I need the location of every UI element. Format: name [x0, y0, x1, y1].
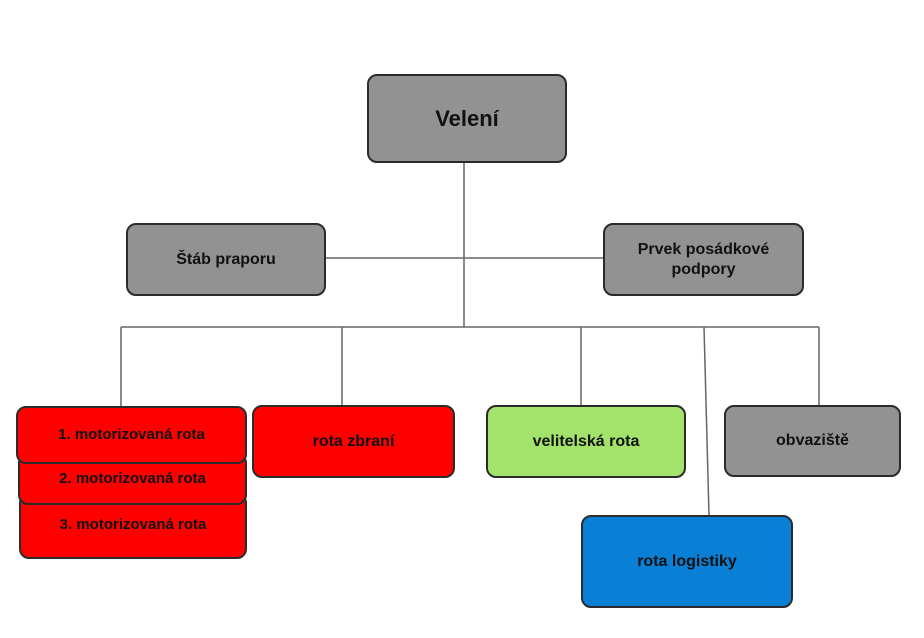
node-rota-logistiky-label: rota logistiky [637, 552, 737, 570]
node-veleni-label: Velení [435, 105, 499, 131]
node-obvaziste-label: obvaziště [776, 432, 849, 449]
node-rota-logistiky[interactable]: rota logistiky [581, 515, 793, 608]
node-prvek-posadkove-podpory[interactable]: Prvek posádkové podpory [603, 223, 804, 296]
node-obvaziste[interactable]: obvaziště [724, 405, 901, 477]
node-stab-praporu[interactable]: Štáb praporu [126, 223, 326, 296]
node-2-motorizovana-rota-label: 2. motorizovaná rota [59, 469, 206, 487]
node-prvek-label: Prvek posádkové podpory [637, 240, 770, 278]
node-1-motorizovana-rota-label: 1. motorizovaná rota [58, 425, 205, 443]
connector-logistics-drop [703, 326, 710, 516]
node-velitelska-rota[interactable]: velitelská rota [486, 405, 686, 478]
node-1-motorizovana-rota[interactable]: 1. motorizovaná rota [16, 406, 247, 464]
node-rota-zbrani[interactable]: rota zbraní [252, 405, 455, 478]
node-stab-praporu-label: Štáb praporu [176, 250, 276, 268]
node-veleni[interactable]: Velení [367, 74, 567, 163]
node-3-motorizovana-rota-label: 3. motorizovaná rota [59, 516, 207, 534]
node-velitelska-rota-label: velitelská rota [532, 432, 640, 450]
node-rota-zbrani-label: rota zbraní [312, 432, 395, 450]
